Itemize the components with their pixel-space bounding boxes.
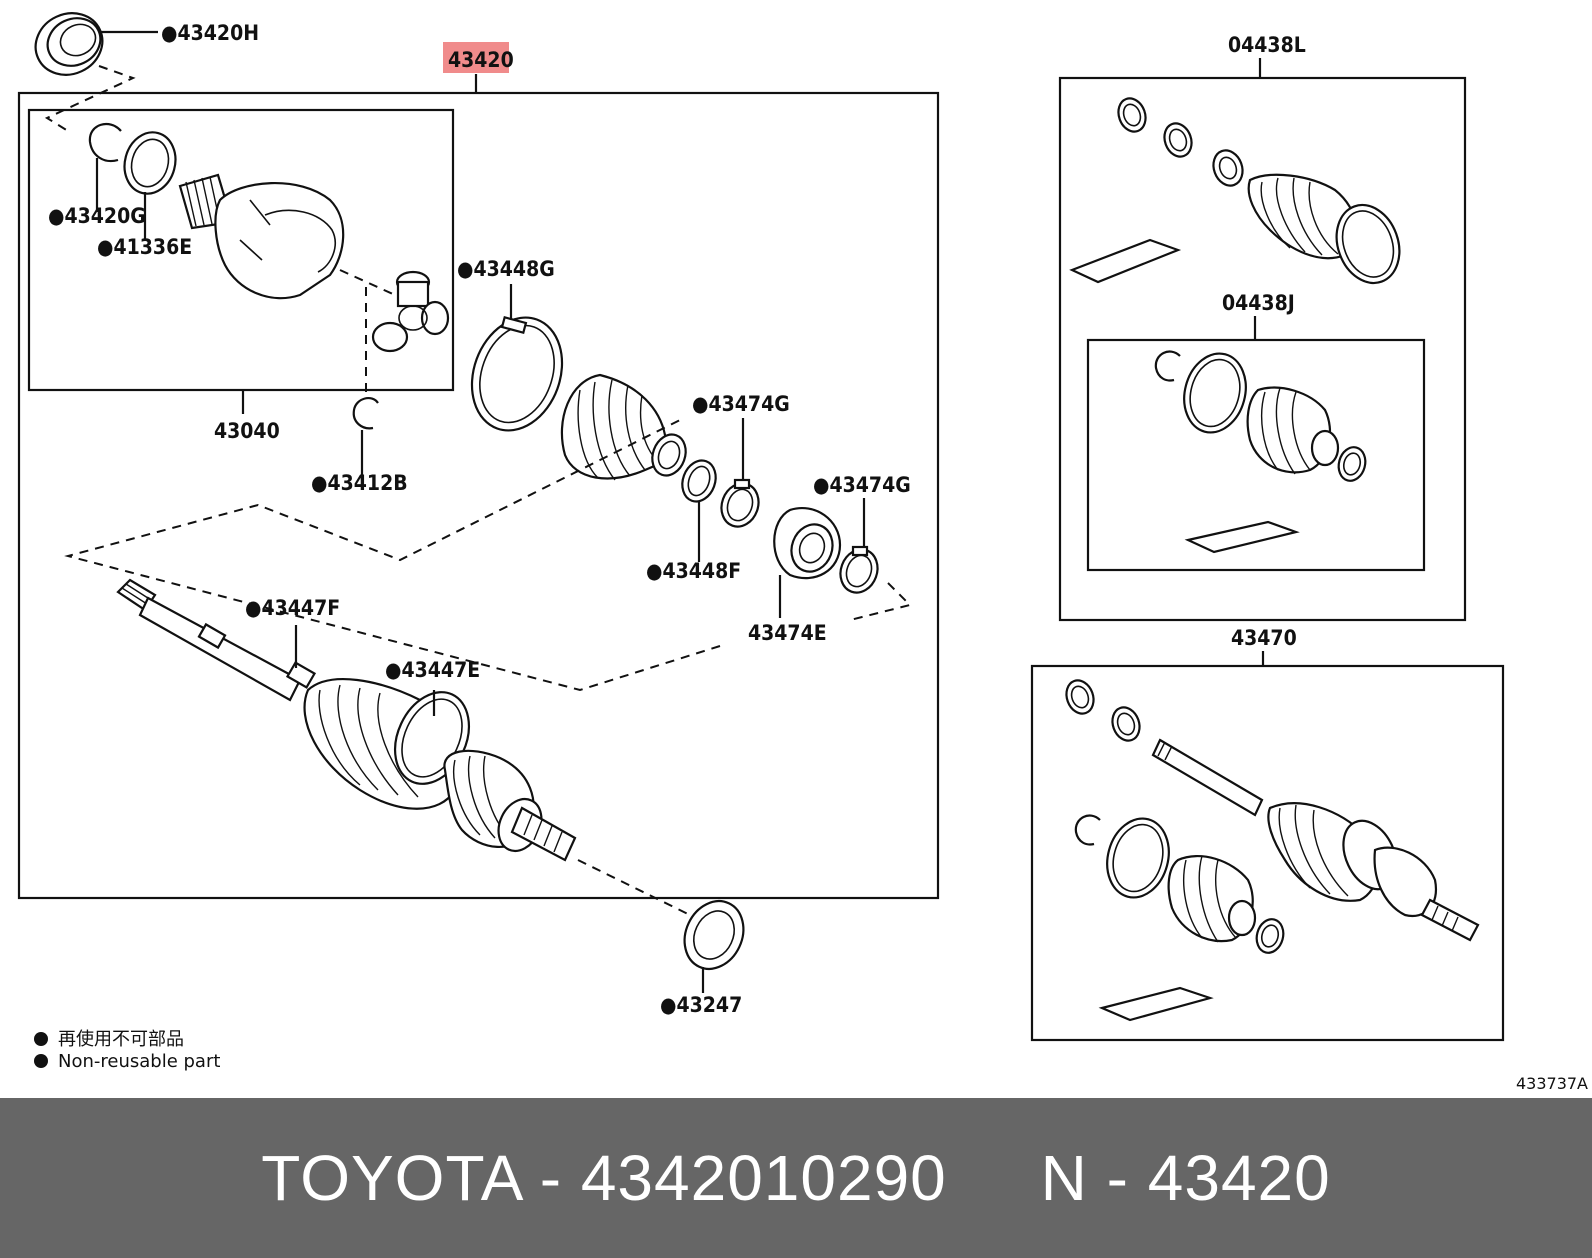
- part-43447E-label[interactable]: ●43447E: [385, 658, 480, 682]
- tripod-joint: [371, 270, 450, 353]
- kit-04438J-parts: [1154, 350, 1367, 554]
- legend-japanese-text: 再使用不可部品: [58, 1029, 184, 1050]
- drive-shaft: [116, 578, 577, 862]
- part-43474E-label[interactable]: 43474E: [748, 621, 827, 645]
- parts-diagram: 43420 43040 ●43420H ●43420G ●41336E: [17, 2, 1505, 1042]
- assy-43470-frame: [1030, 664, 1505, 1042]
- diagram-reference-code: 433737A: [1515, 1074, 1588, 1093]
- part-43040-label[interactable]: 43040: [214, 419, 280, 443]
- footer-part-info: TOYOTA - 4342010290 N - 43420: [261, 1142, 1331, 1214]
- part-43474G-a-label[interactable]: ●43474G: [692, 392, 790, 416]
- kit-04438L-parts: [1069, 97, 1401, 285]
- snap-ring-43420G[interactable]: [88, 122, 122, 163]
- inboard-housing: [178, 173, 345, 300]
- assy-43470-parts: [1065, 679, 1480, 1022]
- inboard-joint-frame: [27, 108, 455, 392]
- bullet-icon: [34, 1032, 48, 1046]
- kit-04438J-frame: [1086, 338, 1426, 572]
- main-assembly-frame: [17, 91, 940, 900]
- part-43447F-label[interactable]: ●43447F: [245, 596, 340, 620]
- kit-04438L-frame: [1058, 76, 1467, 622]
- boot-clamp-43448F[interactable]: [677, 456, 721, 506]
- main-part-number[interactable]: 43420: [448, 48, 514, 72]
- seal-41336E[interactable]: [118, 127, 182, 200]
- assy-43470-label[interactable]: 43470: [1231, 626, 1297, 650]
- part-43412B-label[interactable]: ●43412B: [311, 471, 408, 495]
- boot-clamp-43474G-a[interactable]: [716, 478, 765, 532]
- part-43420H-label[interactable]: ●43420H: [161, 21, 259, 45]
- part-41336E-label[interactable]: ●41336E: [97, 235, 192, 259]
- main-part-number-highlight: [443, 42, 509, 73]
- inboard-boot: [560, 373, 687, 481]
- part-43247-label[interactable]: ●43247: [660, 993, 742, 1017]
- part-43448G-label[interactable]: ●43448G: [457, 257, 555, 281]
- seal-43247[interactable]: [674, 891, 754, 978]
- part-43420G-label[interactable]: ●43420G: [48, 204, 146, 228]
- boot-clamp-43474G-b[interactable]: [835, 544, 884, 598]
- legend-english-text: Non-reusable part: [58, 1051, 221, 1072]
- boot-clamp-43448G[interactable]: [457, 305, 577, 443]
- legend-japanese: 再使用不可部品: [34, 1025, 184, 1051]
- kit-04438J-label[interactable]: 04438J: [1222, 291, 1295, 315]
- bullet-icon: [34, 1054, 48, 1068]
- dust-seal-43420H[interactable]: [26, 2, 113, 85]
- legend-english: Non-reusable part: [34, 1051, 220, 1072]
- part-43448F-label[interactable]: ●43448F: [646, 559, 741, 583]
- snap-ring-43412B[interactable]: [352, 397, 379, 430]
- footer-bar: TOYOTA - 4342010290 N - 43420: [0, 1098, 1592, 1258]
- part-43474G-b-label[interactable]: ●43474G: [813, 473, 911, 497]
- outboard-boot-43474E[interactable]: [773, 507, 842, 580]
- kit-04438L-label[interactable]: 04438L: [1228, 33, 1306, 57]
